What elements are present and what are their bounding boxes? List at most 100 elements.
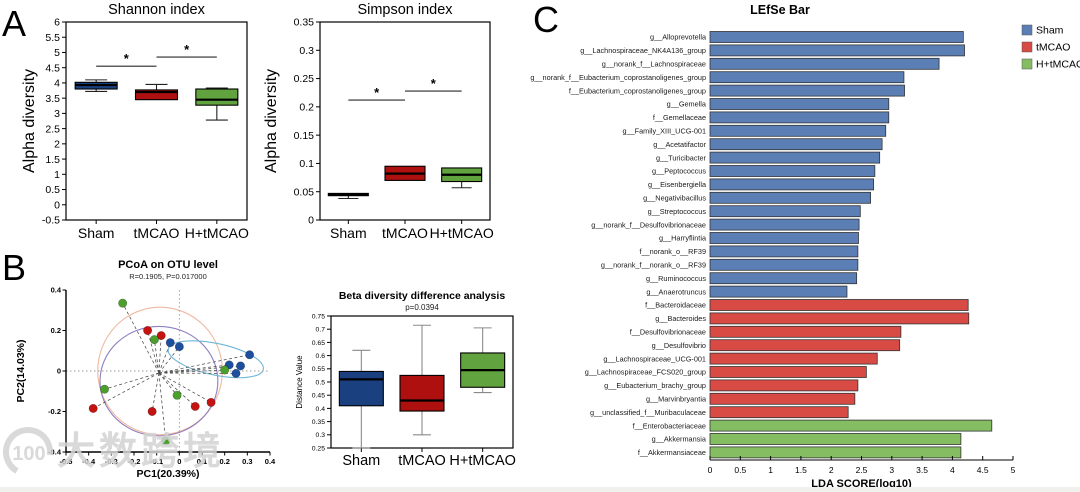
y-tick-label: 0.45: [312, 393, 325, 400]
taxon-label: g__Marvinbryantia: [646, 395, 707, 404]
plot-frame: [65, 21, 248, 221]
y-tick-label: 3.5: [45, 93, 60, 105]
significance-star: *: [431, 76, 437, 91]
bar-Sham: [709, 98, 890, 110]
taxon-label: g__Lachnospiraceae_UCG-001: [603, 354, 706, 363]
bar-Sham: [709, 151, 881, 164]
y-tick-label: -0.2: [48, 407, 61, 416]
bar-Sham: [709, 285, 848, 298]
y-axis-label: Alpha diversity: [263, 69, 280, 173]
x-axis-label: PC1(20.39%): [136, 468, 199, 480]
bar-tMCAO: [709, 379, 859, 392]
bar-Sham: [709, 205, 861, 218]
bar-Sham: [709, 165, 876, 177]
bar-Sham: [709, 138, 883, 151]
box-Sham: [338, 370, 384, 407]
bar-tMCAO: [709, 325, 902, 338]
point-tMCAO: [190, 401, 200, 411]
point-Sham: [236, 361, 246, 371]
y-axis-label: Alpha diversity: [21, 69, 38, 173]
y-tick-label: 0.4: [51, 286, 62, 295]
bar-tMCAO: [709, 392, 856, 405]
y-tick-label: 2: [54, 139, 60, 151]
centroid-connector: [158, 346, 180, 374]
y-tick-label: 0.2: [51, 326, 61, 335]
taxon-label: g__unclassified_f__Muribaculaceae: [590, 408, 706, 417]
taxon-label: f__Gemellaceae: [653, 113, 706, 122]
x-tick-label: 3: [889, 465, 894, 475]
centroid-connector: [158, 372, 167, 441]
taxon-label: g__norank_f__Lachnospiraceae: [602, 60, 706, 69]
point-tMCAO: [143, 326, 153, 336]
legend-swatch-Sham: [1021, 24, 1033, 36]
panel-a-label: A: [2, 3, 27, 44]
y-tick-label: 0.5: [316, 379, 326, 386]
centroid-connector: [158, 369, 225, 374]
y-tick-label: 0.65: [312, 340, 325, 347]
category-label: tMCAO: [398, 453, 446, 469]
bar-tMCAO: [709, 406, 849, 419]
category-label: Sham: [78, 225, 115, 241]
point-tMCAO: [206, 397, 216, 407]
y-tick-label: 2.5: [45, 123, 60, 135]
y-tick-label: 0.35: [294, 17, 315, 29]
bar-Sham: [709, 218, 860, 231]
bar-Sham: [709, 31, 964, 43]
taxon-label: g__Anaerotruncus: [646, 287, 706, 296]
category-label: H+tMCAO: [449, 453, 515, 469]
x-tick-label: 5: [1011, 465, 1016, 475]
taxon-label: g__Peptococcus: [652, 167, 706, 176]
x-tick-label: 2: [829, 465, 834, 475]
category-label: H+tMCAO: [430, 225, 494, 241]
chart-title: PCoA on OTU level: [118, 259, 218, 271]
point-H+tMCAO: [149, 335, 159, 345]
x-tick-label: 0.4: [265, 457, 276, 466]
taxon-label: f__Bacteroidaceae: [645, 301, 706, 310]
x-tick-label: 0: [708, 465, 713, 475]
bar-Sham: [709, 191, 871, 204]
point-H+tMCAO: [220, 365, 230, 375]
x-tick-label: -0.3: [105, 457, 118, 466]
y-tick-label: 0.7: [316, 327, 326, 334]
bar-Sham: [709, 111, 890, 124]
legend-swatch-H+tMCAO: [1021, 58, 1033, 70]
taxon-label: g__Harryflintia: [659, 234, 707, 243]
y-tick-label: 0: [54, 199, 60, 211]
box-tMCAO: [399, 374, 445, 412]
y-tick-label: -0.5: [42, 215, 60, 227]
category-label: tMCAO: [382, 225, 428, 241]
category-label: H+tMCAO: [185, 225, 249, 241]
taxon-label: f__Desulfovibrionaceae: [630, 328, 706, 337]
centroid-connector: [104, 372, 160, 390]
taxon-label: f__Eubacterium_coprostanoligenes_group: [569, 86, 706, 95]
x-tick-label: -0.5: [60, 457, 73, 466]
y-tick-label: 0.15: [294, 130, 315, 142]
x-tick-label: 1.5: [795, 465, 807, 475]
chart-title: Beta diversity difference analysis: [339, 290, 505, 302]
point-Sham: [174, 342, 184, 352]
y-tick-label: 4.5: [45, 62, 60, 74]
bar-Sham: [709, 245, 859, 258]
taxon-label: g__Bacteroides: [655, 314, 706, 323]
bar-Sham: [709, 232, 859, 244]
y-tick-label: 0.6: [316, 353, 326, 360]
chart-title: LEfSe Bar: [750, 3, 810, 17]
bar-H+tMCAO: [709, 433, 962, 445]
taxon-label: g__Lachnospiraceae_FCS020_group: [585, 368, 706, 377]
bar-Sham: [709, 71, 905, 84]
box-tMCAO: [134, 89, 179, 101]
chart-title: Simpson index: [357, 2, 453, 18]
y-tick-label: 0.3: [316, 432, 326, 439]
point-Sham: [231, 368, 241, 378]
centroid-connector: [122, 302, 160, 374]
bar-Sham: [709, 44, 965, 57]
bar-tMCAO: [709, 339, 901, 352]
point-tMCAO: [156, 331, 166, 341]
x-tick-label: 2.5: [856, 465, 868, 475]
taxon-label: g__Acetatifactor: [653, 140, 706, 149]
